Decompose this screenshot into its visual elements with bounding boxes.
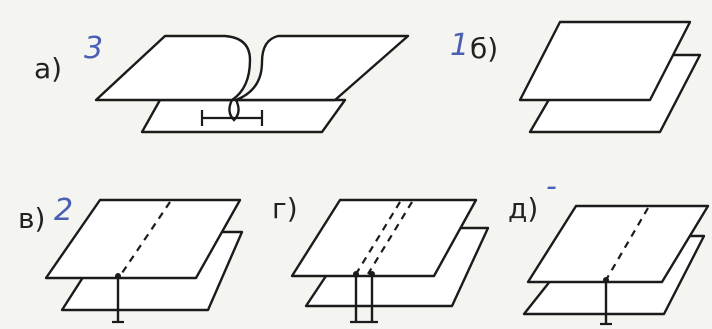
figure-a-label: а)	[34, 52, 62, 85]
figure-d-stitch-line	[605, 207, 649, 281]
figure-d-annotation: -	[546, 169, 557, 204]
figure-g-label: г)	[272, 192, 298, 225]
figure-a-under-sheet	[140, 98, 347, 134]
figure-d-label: д)	[508, 192, 538, 225]
figure-b-annotation: 1	[450, 28, 469, 63]
figure-b: 1 б)	[450, 20, 702, 134]
figure-g-stitch-line-2	[367, 201, 413, 275]
figure-v-stitch-line	[119, 201, 171, 277]
figure-a-right-sheet	[234, 34, 410, 102]
figure-g-top-sheet	[290, 198, 478, 278]
figure-v-top-sheet	[44, 198, 242, 280]
figure-a-seam-fold	[228, 99, 240, 122]
figure-g-needle-point-1	[353, 271, 359, 277]
figure-d-needle-point	[603, 277, 609, 283]
figure-b-label: б)	[470, 32, 498, 65]
figure-v: в) 2	[18, 193, 244, 324]
figure-v-annotation: 2	[54, 193, 73, 228]
figure-d-top-sheet	[526, 204, 710, 284]
figure-g: г)	[272, 192, 490, 324]
figure-b-top-sheet	[518, 20, 692, 102]
figure-g-stitch-line-1	[355, 201, 401, 275]
figure-a-left-sheet	[94, 34, 252, 102]
figure-v-label: в)	[18, 202, 45, 235]
figure-a-annotation: 3	[84, 31, 103, 66]
figure-v-needle-point	[115, 273, 121, 279]
figure-g-needle-point-2	[369, 271, 375, 277]
figure-a: а) 3	[34, 31, 410, 134]
figure-d: д) -	[508, 169, 710, 326]
